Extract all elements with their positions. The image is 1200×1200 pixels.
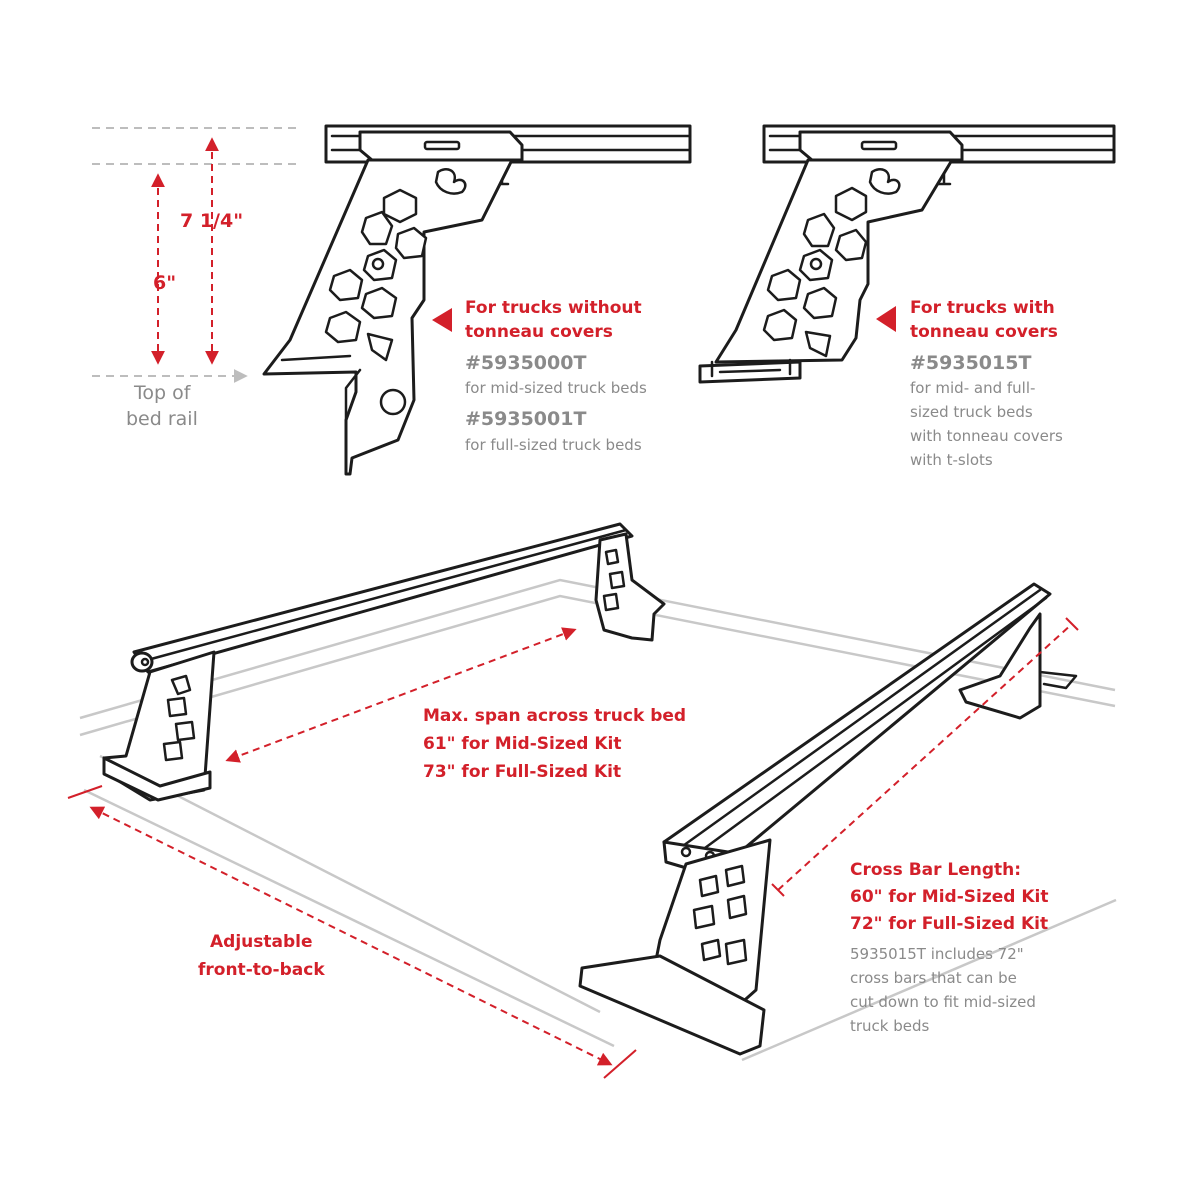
cutout-hex <box>766 268 802 302</box>
left-part-number-1: #5935000T <box>465 352 587 374</box>
crossbar-length-line <box>777 623 1073 891</box>
cutout-hex <box>394 226 428 260</box>
right-part-desc-2: sized truck beds <box>910 403 1033 421</box>
cutout-hex <box>362 248 398 282</box>
adjustable-dimension <box>67 785 637 1079</box>
left-tower-heading-2: tonneau covers <box>465 322 613 342</box>
span-label-1: Max. span across truck bed <box>423 706 687 726</box>
tower-without-tonneau <box>262 124 692 476</box>
span-label-3: 73" for Full-Sized Kit <box>423 762 622 782</box>
tower-with-tonneau <box>698 124 1116 384</box>
cutout-hex <box>834 228 868 262</box>
tower-body <box>714 158 954 364</box>
flame-logo-icon <box>434 168 467 195</box>
span-label-2: 61" for Mid-Sized Kit <box>423 734 622 754</box>
cutout-hex <box>328 268 364 302</box>
crossbar-note-3: cut down to fit mid-sized <box>850 993 1036 1011</box>
cutout-hex <box>834 186 868 222</box>
tower-cap <box>358 130 524 162</box>
cutout-hex <box>802 286 838 320</box>
rear-crossbar-assembly <box>102 522 666 802</box>
crossbar-note-1: 5935015T includes 72" <box>850 945 1024 963</box>
rear-right-tower <box>594 532 666 642</box>
span-dimension <box>225 627 577 763</box>
adjustable-label-2: front-to-back <box>198 960 325 980</box>
cutout-hex <box>324 310 362 344</box>
top-of-bed-rail-line-1: Top of <box>134 382 191 404</box>
crossbar-note-4: truck beds <box>850 1017 930 1035</box>
overall-height-label: 7 1/4" <box>180 210 244 232</box>
dimension-guides <box>92 127 300 383</box>
foot <box>102 756 212 802</box>
left-tower-heading-1: For trucks without <box>465 298 642 318</box>
crossbar-label-2: 60" for Mid-Sized Kit <box>850 887 1049 907</box>
flame-logo-icon <box>868 168 901 195</box>
span-arrow <box>225 627 577 763</box>
right-part-desc-3: with tonneau covers <box>910 427 1063 445</box>
cutout-hex <box>798 248 834 282</box>
cutout-hex <box>366 332 394 362</box>
cutout-hex <box>762 308 798 342</box>
right-part-desc-1: for mid- and full- <box>910 379 1036 397</box>
crossbar-label-1: Cross Bar Length: <box>850 860 1022 880</box>
front-crossbar-assembly <box>578 582 1078 1056</box>
tower-cap <box>798 130 964 162</box>
cutout-hex <box>382 188 418 224</box>
pointer-left-tower <box>432 308 452 332</box>
front-far-tower <box>958 612 1042 720</box>
pointer-right-tower <box>876 306 896 332</box>
cutout-hex <box>360 210 394 246</box>
cutout-hex <box>360 286 398 320</box>
right-tower-heading-1: For trucks with <box>910 298 1055 318</box>
right-tower-heading-2: tonneau covers <box>910 322 1058 342</box>
cutout-hex <box>802 212 836 248</box>
top-of-bed-rail-line-2: bed rail <box>126 408 198 430</box>
crossbar-note-2: cross bars that can be <box>850 969 1017 987</box>
adjustable-label-1: Adjustable <box>210 932 313 952</box>
cutout-hex <box>804 330 832 358</box>
height-above-rail-label: 6" <box>153 272 177 294</box>
crossbar-length-dimension <box>771 617 1079 897</box>
left-part-number-2: #5935001T <box>465 408 587 430</box>
left-part-desc-2: for full-sized truck beds <box>465 436 642 454</box>
adjustable-arrow <box>89 806 613 1066</box>
crossbar-label-3: 72" for Full-Sized Kit <box>850 914 1049 934</box>
left-part-desc-1: for mid-sized truck beds <box>465 379 647 397</box>
right-part-number: #5935015T <box>910 352 1032 374</box>
right-part-desc-4: with t-slots <box>910 451 993 469</box>
